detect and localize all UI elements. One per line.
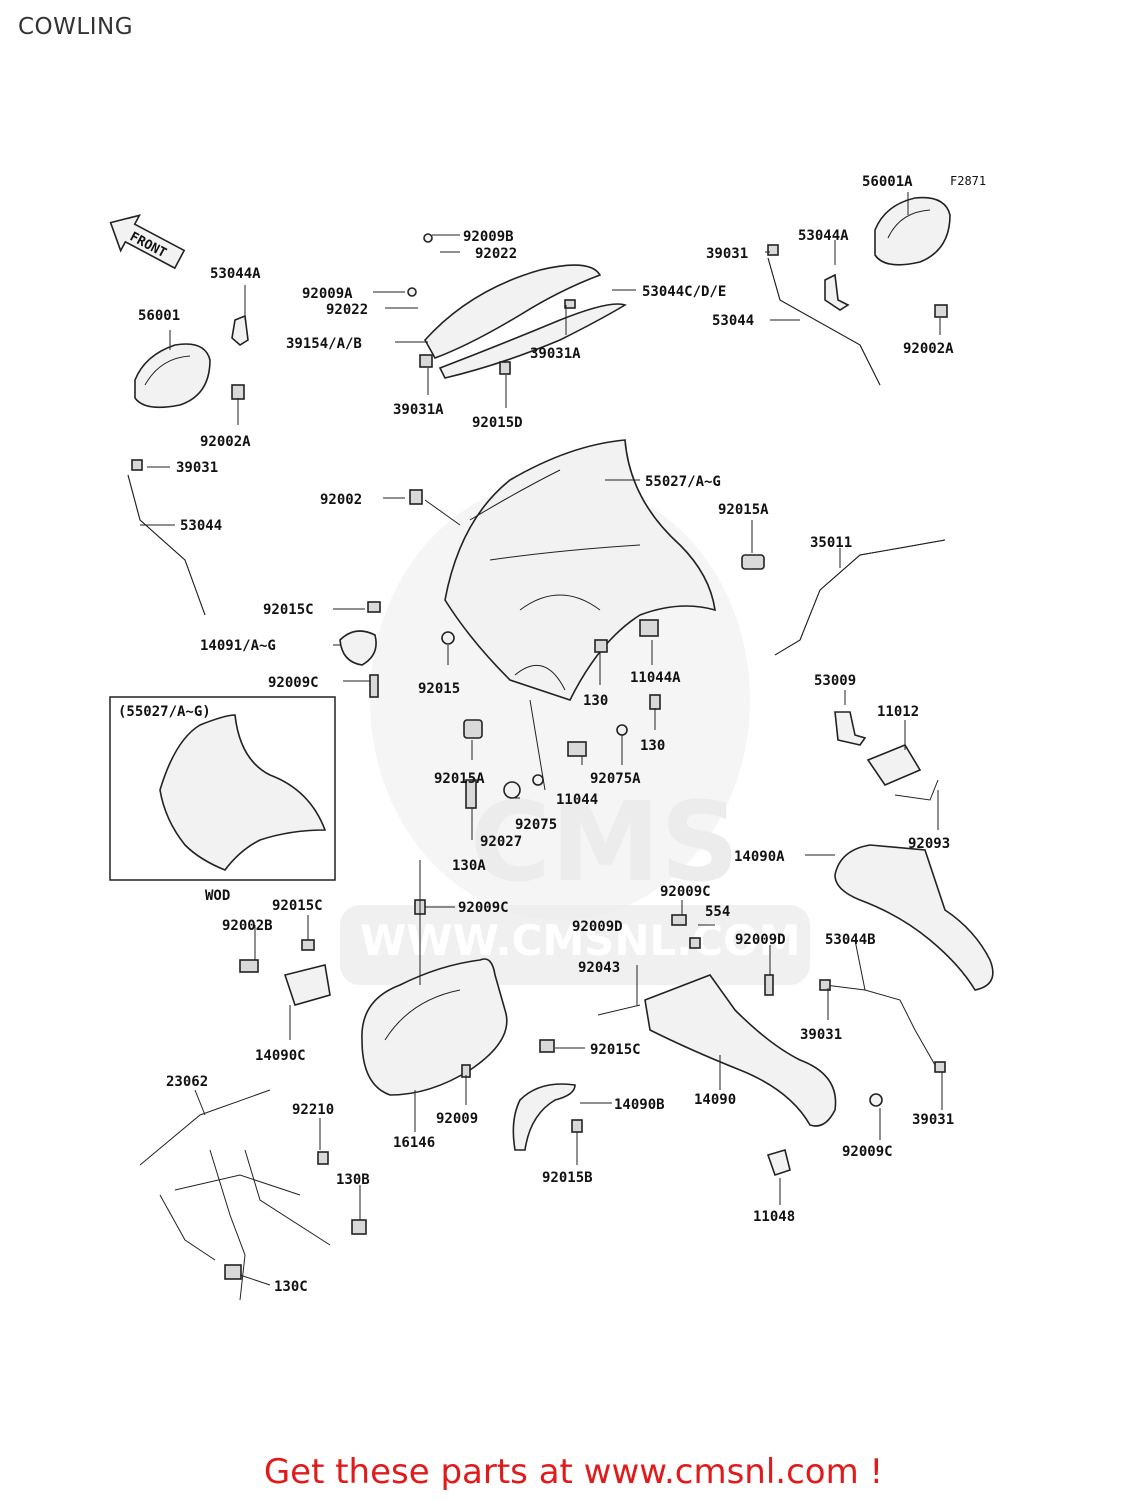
front-arrow-icon: FRONT [109, 214, 186, 270]
wire-53044b [824, 984, 936, 1066]
part-label-l58: 92210 [292, 1102, 334, 1118]
part-label-l37: 92027 [480, 834, 522, 850]
part-label-l55: 14090B [614, 1097, 665, 1113]
part-label-l26: 92009C [268, 675, 319, 691]
part-label-l25: 14091/A~G [200, 638, 276, 654]
windscreen-trim [407, 233, 627, 379]
part-label-l17: 92002A [200, 434, 251, 450]
upper-cowling [409, 439, 765, 701]
part-label-l05: 53044 [712, 313, 754, 329]
part-label-l11: 39154/A/B [286, 336, 362, 352]
part-label-l50: 14090C [255, 1048, 306, 1064]
part-label-l52: 39031 [800, 1027, 842, 1043]
inner-panel-14090a [834, 844, 994, 991]
part-label-l41: 92015C [272, 898, 323, 914]
part-label-l53: 23062 [166, 1074, 208, 1090]
part-labels: 56001A 53044A 39031 53044C/D/E 53044 920… [138, 174, 954, 1295]
part-label-l60: 92015B [542, 1170, 593, 1186]
part-label-l22: 92015A [718, 502, 769, 518]
part-label-l64: 130C [274, 1279, 308, 1295]
part-label-l49: 92043 [578, 960, 620, 976]
part-label-l30: 53009 [814, 673, 856, 689]
part-label-l31: 11012 [877, 704, 919, 720]
part-label-l04: 53044C/D/E [642, 284, 726, 300]
part-label-l32: 130 [640, 738, 665, 754]
panel-14090b [512, 1083, 576, 1151]
part-label-l07: 92009B [463, 229, 514, 245]
clip-39031-top [767, 244, 779, 256]
part-label-l44: 92009C [660, 884, 711, 900]
part-label-l61: 92009C [842, 1144, 893, 1160]
part-label-l28: 130 [583, 693, 608, 709]
part-label-l47: 92009D [735, 932, 786, 948]
part-label-l16: 56001 [138, 308, 180, 324]
inset-label: (55027/A~G) [118, 704, 211, 720]
part-label-l43: 92002B [222, 918, 273, 934]
part-label-l36: 92075 [515, 817, 557, 833]
watermark-url: WWW.CMSNL.COM [360, 916, 801, 965]
inset-box: (55027/A~G) WOD [109, 696, 336, 904]
part-label-l06: 92002A [903, 341, 954, 357]
part-label-l46: 554 [705, 904, 730, 920]
part-label-l54: 92009 [436, 1111, 478, 1127]
part-label-l09: 92009A [302, 286, 353, 302]
part-label-l21: 55027/A~G [645, 474, 721, 490]
clip-11048 [766, 1148, 791, 1177]
part-label-l51: 92015C [590, 1042, 641, 1058]
panel-14090c [239, 939, 331, 1006]
part-label-l29: 11044A [630, 670, 681, 686]
part-label-l63: 11048 [753, 1209, 795, 1225]
part-label-l42: 92009C [458, 900, 509, 916]
footer-promo-link[interactable]: Get these parts at www.cmsnl.com ! [263, 1452, 884, 1492]
cowling-exploded-diagram: CMS WWW.CMSNL.COM FRONT F2871 [109, 174, 994, 1301]
leader-lines [140, 192, 943, 1286]
part-label-l38: 130A [452, 858, 486, 874]
part-label-l01: 56001A [862, 174, 913, 190]
inner-panel-14090 [644, 974, 837, 1127]
part-label-l59: 16146 [393, 1135, 435, 1151]
stay-right [767, 257, 881, 386]
cover-14091 [339, 601, 455, 698]
page-title: COWLING [18, 14, 134, 40]
part-label-l27: 92015 [418, 681, 460, 697]
part-label-l19: 53044 [180, 518, 222, 534]
part-label-l33: 92015A [434, 771, 485, 787]
diagram-code: F2871 [950, 174, 986, 188]
part-label-l13: 39031A [393, 402, 444, 418]
part-label-l10: 92022 [326, 302, 368, 318]
part-label-l62: 130B [336, 1172, 370, 1188]
part-label-l45: 92009D [572, 919, 623, 935]
part-label-l20: 92002 [320, 492, 362, 508]
stay-left [127, 474, 206, 616]
mirror-right [874, 196, 951, 318]
part-label-l34: 92075A [590, 771, 641, 787]
part-label-l14: 92015D [472, 415, 523, 431]
inset-caption: WOD [205, 888, 230, 904]
screw-92009d [671, 914, 687, 926]
mirror-left [134, 314, 249, 409]
relay-group [834, 711, 939, 801]
part-label-l56: 14090 [694, 1092, 736, 1108]
frame-23062 [139, 1089, 367, 1301]
watermark-brand: CMS [470, 778, 739, 906]
part-label-l18: 39031 [176, 460, 218, 476]
part-label-l03: 39031 [706, 246, 748, 262]
part-label-l35: 11044 [556, 792, 598, 808]
part-label-l02: 53044A [210, 266, 261, 282]
part-label-l40: 14090A [734, 849, 785, 865]
part-label-l39: 92093 [908, 836, 950, 852]
part-label-l57: 39031 [912, 1112, 954, 1128]
part-label-l08: 92022 [475, 246, 517, 262]
bracket-53044a-right [824, 273, 850, 311]
part-label-l15: 53044A [798, 228, 849, 244]
part-label-l23: 35011 [810, 535, 852, 551]
part-label-l48: 53044B [825, 932, 876, 948]
part-label-l24: 92015C [263, 602, 314, 618]
part-label-l12: 39031A [530, 346, 581, 362]
